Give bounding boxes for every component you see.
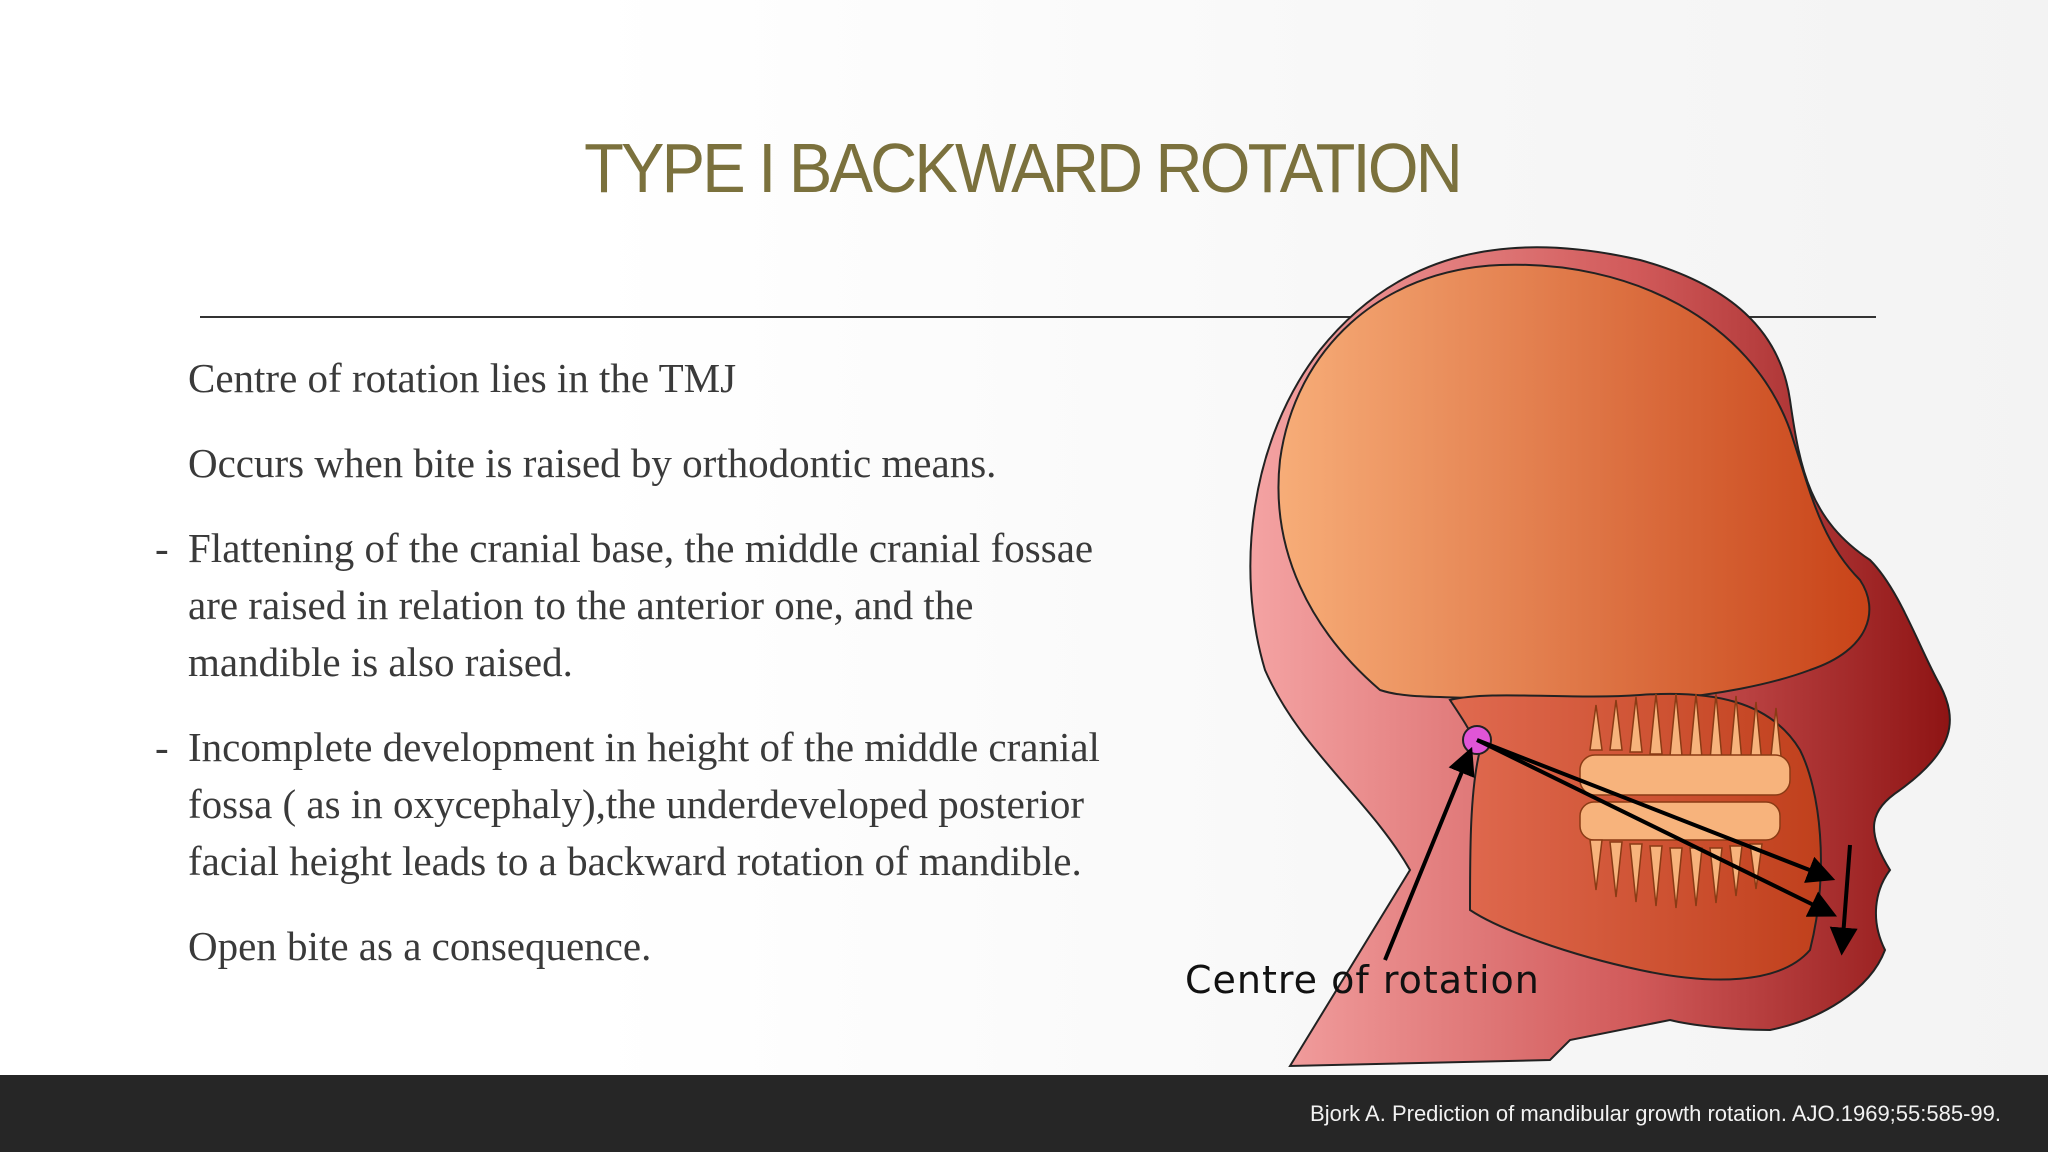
- bullet-item: Open bite as a consequence.: [155, 918, 1115, 975]
- rotation-arrows: [1383, 738, 1858, 961]
- title-divider: [200, 316, 1876, 318]
- citation-text: Bjork A. Prediction of mandibular growth…: [1310, 1101, 2001, 1126]
- upper-teeth: [1579, 693, 1791, 796]
- bullet-text: Open bite as a consequence.: [188, 923, 652, 969]
- bullet-text: Occurs when bite is raised by orthodonti…: [188, 440, 997, 486]
- bullet-text: Flattening of the cranial base, the midd…: [188, 525, 1094, 685]
- bullet-marker: [155, 350, 188, 407]
- bullet-marker: -: [155, 525, 169, 571]
- bullet-text: Centre of rotation lies in the TMJ: [188, 355, 737, 401]
- bullet-item: Occurs when bite is raised by orthodonti…: [155, 435, 1115, 492]
- bullet-marker: [155, 435, 188, 492]
- bullet-text: Incomplete development in height of the …: [188, 724, 1100, 884]
- slide-title: TYPE I BACKWARD ROTATION: [584, 129, 1463, 207]
- bullet-marker: [155, 918, 188, 975]
- cranium-shape: [1277, 263, 1871, 705]
- lower-teeth: [1579, 801, 1781, 909]
- head-profile-illustration: [1249, 246, 1951, 1068]
- figure-label: Centre of rotation: [1185, 958, 1540, 1002]
- bullet-marker: -: [155, 724, 169, 770]
- bullet-item: Centre of rotation lies in the TMJ: [155, 350, 1115, 407]
- bullet-item: - Flattening of the cranial base, the mi…: [155, 520, 1115, 691]
- bullet-list: Centre of rotation lies in the TMJ Occur…: [155, 350, 1115, 1003]
- footer-bar: [0, 1075, 2048, 1152]
- bullet-item: - Incomplete development in height of th…: [155, 719, 1115, 890]
